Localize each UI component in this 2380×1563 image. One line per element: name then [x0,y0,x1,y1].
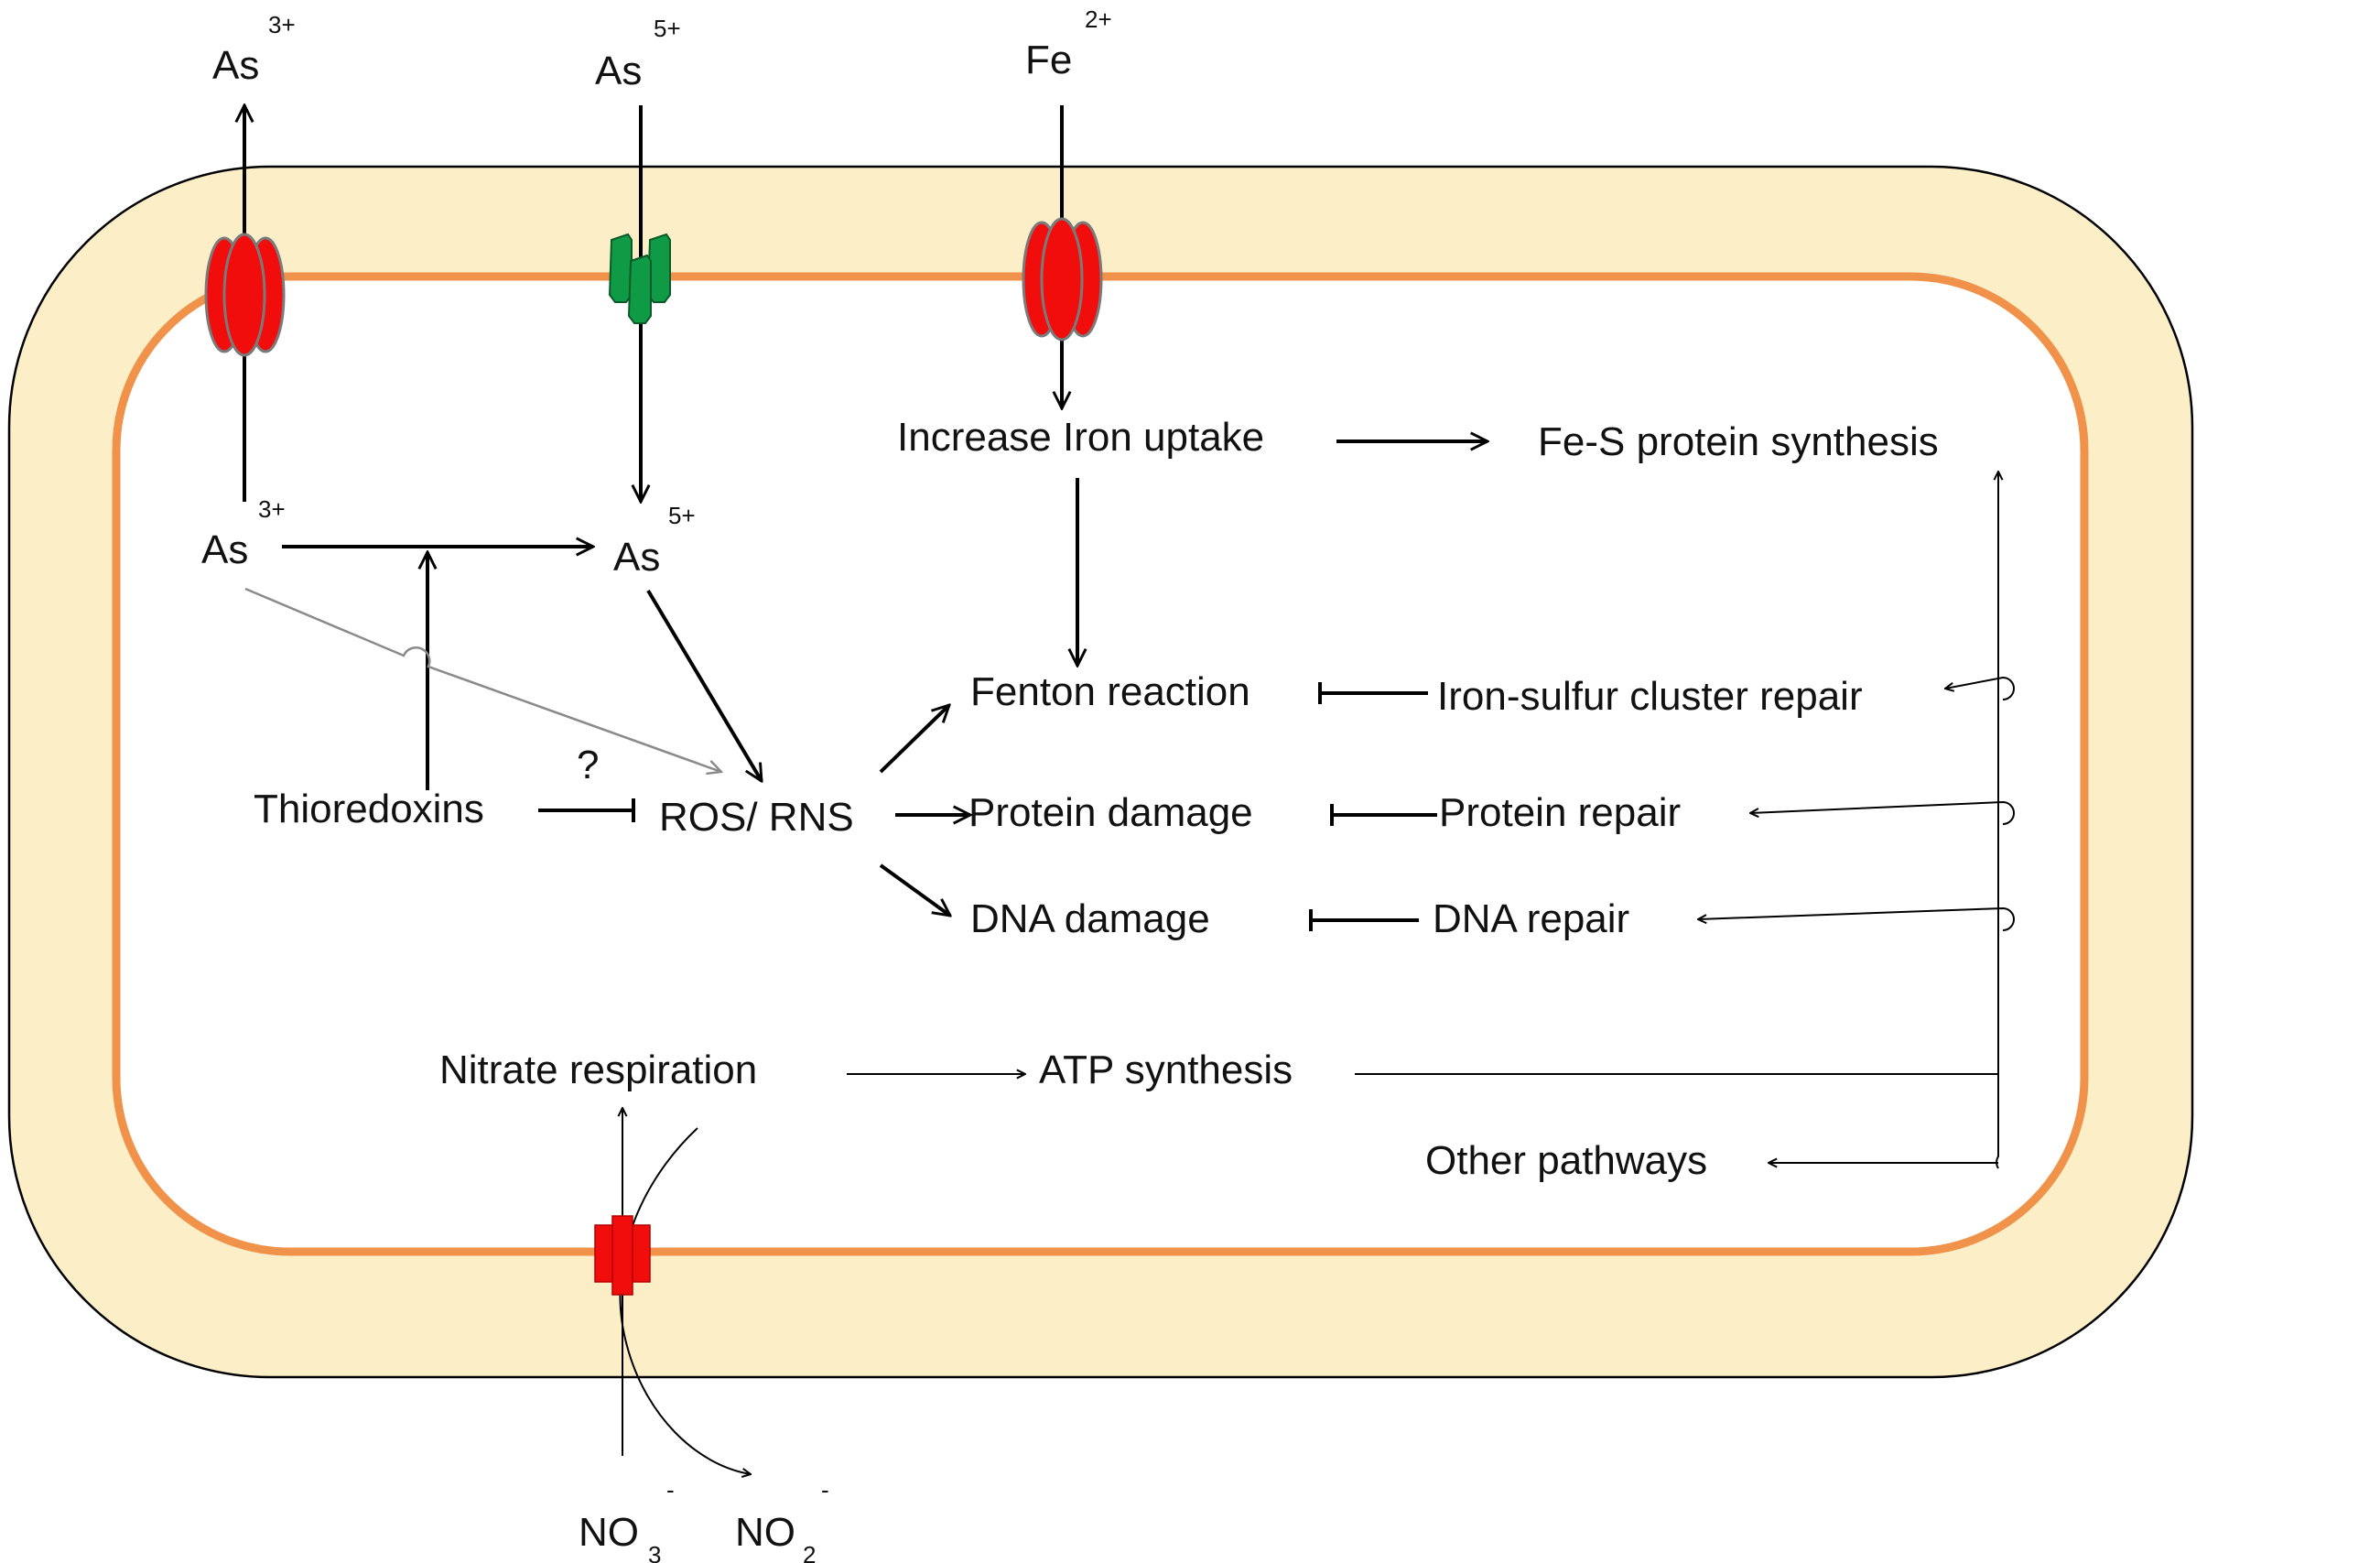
svg-text:2+: 2+ [1085,5,1112,33]
as3-outside-label: As 3+ [212,11,296,88]
svg-text:5+: 5+ [668,502,696,529]
no3-label: NO 3 - [579,1476,675,1563]
nitrate-transporter [594,1215,651,1296]
as3-efflux-transporter [204,233,286,357]
as5-uptake-transporter [608,233,671,324]
as3-to-ros-arrow [244,587,721,772]
ros-rns-label: ROS/ RNS [659,795,854,840]
thioredoxins-label: Thioredoxins [254,787,484,831]
protein-damage-label: Protein damage [968,790,1253,835]
bus-to-fes-repair [1945,676,2015,700]
svg-text:5+: 5+ [654,15,681,42]
fe-uptake-transporter [1022,217,1103,342]
svg-text:As: As [595,49,642,93]
unknown-inhibition-mark: ? [577,743,599,787]
fenton-reaction-label: Fenton reaction [970,669,1250,714]
svg-text:2: 2 [803,1541,816,1563]
as5-inside-label: As 5+ [613,502,696,580]
ros-to-fenton-arrow [879,705,949,774]
dna-repair-label: DNA repair [1433,896,1629,941]
svg-text:As: As [212,43,259,88]
svg-text:3+: 3+ [258,495,286,523]
atp-synthesis-label: ATP synthesis [1039,1047,1293,1092]
bus-to-other-pathways [1996,1074,1999,1169]
bus-to-dna-repair [1698,906,2015,931]
iron-sulfur-repair-label: Iron-sulfur cluster repair [1437,674,1863,719]
svg-text:NO: NO [735,1510,795,1555]
connectors [244,105,2015,1474]
dna-damage-label: DNA damage [970,896,1210,941]
svg-text:As: As [201,527,248,572]
as5-outside-label: As 5+ [595,15,681,93]
no2-label: NO 2 - [735,1476,829,1563]
svg-text:-: - [821,1476,829,1503]
as3-inside-label: As 3+ [201,495,286,572]
svg-text:3+: 3+ [268,11,296,38]
other-pathways-label: Other pathways [1425,1138,1707,1183]
increase-iron-uptake-label: Increase Iron uptake [897,415,1264,460]
svg-text:3: 3 [648,1541,661,1563]
nitrate-respiration-label: Nitrate respiration [439,1047,757,1092]
svg-text:NO: NO [579,1510,639,1555]
as5-to-ros-arrow [646,589,763,781]
protein-repair-label: Protein repair [1439,790,1681,835]
svg-text:Fe: Fe [1025,38,1072,82]
svg-text:-: - [666,1476,675,1503]
no2-efflux-arrow [619,1127,751,1474]
ros-to-dna-arrow [879,863,950,916]
bus-to-protein-repair [1750,800,2015,825]
fe2-outside-label: Fe 2+ [1025,5,1112,82]
svg-text:As: As [613,535,660,580]
fe-s-synthesis-label: Fe-S protein synthesis [1538,419,1939,464]
